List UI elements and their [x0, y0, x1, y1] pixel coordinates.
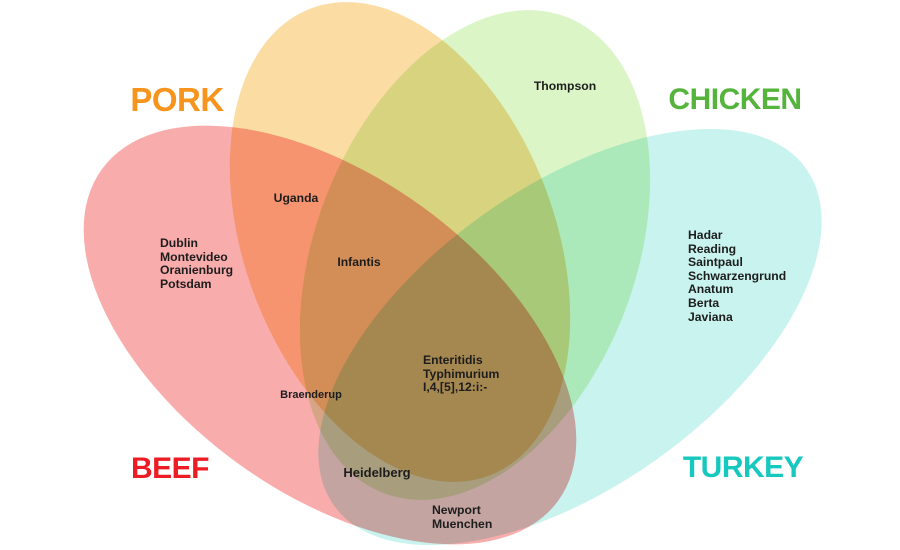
- set-label-beef: BEEF: [130, 452, 210, 485]
- region-pork-beef-serotype: Uganda: [273, 191, 319, 206]
- region-beef-only-serotypes: Dublin Montevideo Oranienburg Potsdam: [160, 236, 234, 291]
- region-beef-turkey-serotypes: Newport Muenchen: [432, 503, 493, 531]
- set-label-turkey: TURKEY: [682, 451, 804, 484]
- region-beef-chicken-serotype: Braenderup: [280, 389, 342, 402]
- region-chicken-only-serotype: Thompson: [533, 79, 597, 94]
- set-label-chicken: CHICKEN: [668, 83, 802, 116]
- set-label-pork: PORK: [130, 81, 224, 118]
- region-turkey-only-serotypes: Hadar Reading Saintpaul Schwarzengrund A…: [688, 228, 787, 324]
- region-beef-chicken-turkey-serotype: Heidelberg: [343, 465, 411, 481]
- region-pork-beef-chicken-serotype: Infantis: [337, 255, 381, 270]
- region-all-four-serotypes: Enteritidis Typhimurium I,4,[5],12:i:-: [423, 353, 500, 395]
